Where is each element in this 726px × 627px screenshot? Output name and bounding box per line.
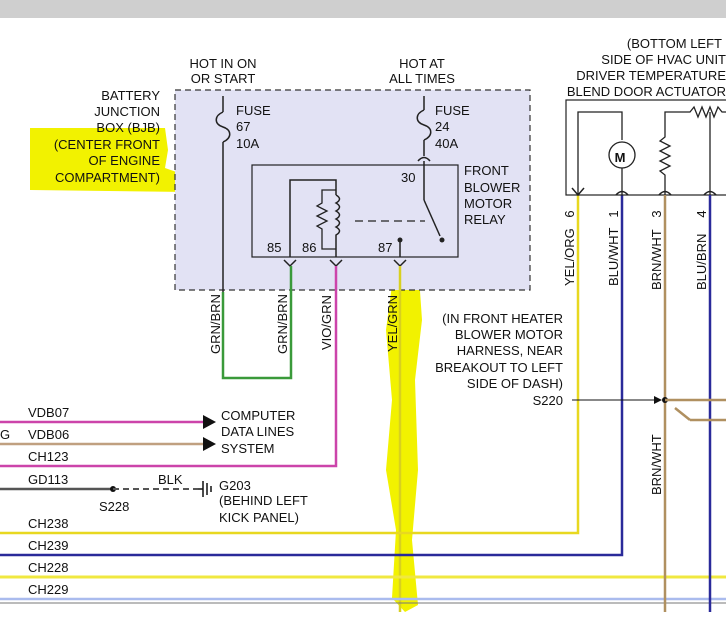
ground-note-2: KICK PANEL) <box>219 510 299 525</box>
s220-note-3: HARNESS, NEAR <box>457 343 563 358</box>
relay-coil <box>334 194 341 257</box>
motor-letter: M <box>615 150 626 165</box>
fuse67-label: FUSE <box>236 103 271 118</box>
s220-note-4: BREAKOUT TO LEFT <box>435 360 563 375</box>
relay-box <box>251 164 459 258</box>
hvac-label-2: SIDE OF HVAC UNIT <box>601 52 726 67</box>
ground-splice-id: S228 <box>99 499 129 514</box>
heading-hot-all-times-1: HOT AT <box>399 56 445 71</box>
vio-grn-wire <box>0 266 338 468</box>
hvac-label-4: BLEND DOOR ACTUATOR <box>567 84 726 99</box>
wire-label-brn-wht: BRN/WHT <box>649 229 664 290</box>
relay-pin-85: 85 <box>267 240 281 255</box>
actuator-pin-1: 1 <box>606 210 621 217</box>
actuator-pin-3: 3 <box>649 210 664 217</box>
ch238-wire <box>0 195 580 535</box>
wire-label-grn-brn-a: GRN/BRN <box>208 294 223 354</box>
circuit-ch123: CH123 <box>28 449 68 464</box>
hvac-label-1: (BOTTOM LEFT <box>627 36 722 51</box>
actuator-connectors <box>571 187 717 197</box>
bjb-label-1: BATTERY <box>101 88 160 103</box>
ground-symbol <box>198 481 212 497</box>
s220-note-2: BLOWER MOTOR <box>455 327 563 342</box>
vdb07-arrow <box>203 415 216 429</box>
data-lines-label-1: COMPUTER <box>221 408 295 423</box>
data-lines-label-2: DATA LINES <box>221 424 295 439</box>
actuator-pin-4: 4 <box>694 210 709 217</box>
heading-hot-all-times-2: ALL TIMES <box>389 71 455 86</box>
relay-label-1: FRONT <box>464 163 509 178</box>
fuse24-number: 24 <box>435 119 449 134</box>
bjb-label-3: BOX (BJB) <box>96 120 160 135</box>
fuse24-label: FUSE <box>435 103 470 118</box>
relay-label-4: RELAY <box>464 212 506 227</box>
coil-resistor <box>315 198 329 244</box>
fuse67-rating: 10A <box>236 136 259 151</box>
s220-id: S220 <box>533 393 563 408</box>
left-edge-fragment: G <box>0 427 10 442</box>
heading-hot-on-start-2: OR START <box>191 71 256 86</box>
bjb-label-6: COMPARTMENT) <box>55 170 160 185</box>
relay-switch-arm <box>423 199 441 237</box>
fuse24-rating: 40A <box>435 136 458 151</box>
wire-label-vio-grn: VIO/GRN <box>319 295 334 350</box>
ground-wire-color: BLK <box>158 472 183 487</box>
fuse-67-symbol <box>215 111 231 143</box>
wire-label-yel-grn: YEL/GRN <box>385 295 400 352</box>
fuse67-number: 67 <box>236 119 250 134</box>
bjb-label-4: (CENTER FRONT <box>54 137 160 152</box>
bjb-label-5: OF ENGINE <box>88 153 160 168</box>
data-lines-label-3: SYSTEM <box>221 441 274 456</box>
hvac-label-3: DRIVER TEMPERATURE <box>576 68 726 83</box>
relay-pin-30: 30 <box>401 170 415 185</box>
heading-hot-on-start-1: HOT IN ON <box>190 56 257 71</box>
relay-label-3: MOTOR <box>464 196 512 211</box>
actuator-pin-6: 6 <box>562 210 577 217</box>
circuit-ch239: CH239 <box>28 538 68 553</box>
blend-door-actuator-box <box>565 99 726 196</box>
circuit-ch238: CH238 <box>28 516 68 531</box>
ground-id: G203 <box>219 478 251 493</box>
wire-label-grn-brn-b: GRN/BRN <box>275 294 290 354</box>
wire-label-brn-wht-lower: BRN/WHT <box>649 434 664 495</box>
highlight-yel-grn-wire <box>386 258 422 612</box>
s220-note-5: SIDE OF DASH) <box>467 376 563 391</box>
vdb06-arrow <box>203 437 216 451</box>
circuit-gd113: GD113 <box>28 472 68 487</box>
relay-label-2: BLOWER <box>464 180 520 195</box>
potentiometer-resistors <box>658 105 726 195</box>
wire-label-blu-brn: BLU/BRN <box>694 234 709 290</box>
wire-label-blu-wht: BLU/WHT <box>606 227 621 286</box>
top-band <box>0 0 726 18</box>
wire-label-yel-org: YEL/ORG <box>562 228 577 286</box>
s220-note-1: (IN FRONT HEATER <box>442 311 563 326</box>
circuit-ch229: CH229 <box>28 582 68 597</box>
circuit-vdb06: VDB06 <box>28 427 69 442</box>
highlight-bjb-note <box>30 128 188 192</box>
ground-note-1: (BEHIND LEFT <box>219 493 308 508</box>
bjb-label-2: JUNCTION <box>94 104 160 119</box>
circuit-ch228: CH228 <box>28 560 68 575</box>
relay-pin-86: 86 <box>302 240 316 255</box>
circuit-vdb07: VDB07 <box>28 405 69 420</box>
ch239-wire <box>0 195 624 557</box>
relay-pin-87: 87 <box>378 240 392 255</box>
fuse-24-symbol <box>416 109 432 141</box>
grn-brn-wire <box>221 266 293 380</box>
